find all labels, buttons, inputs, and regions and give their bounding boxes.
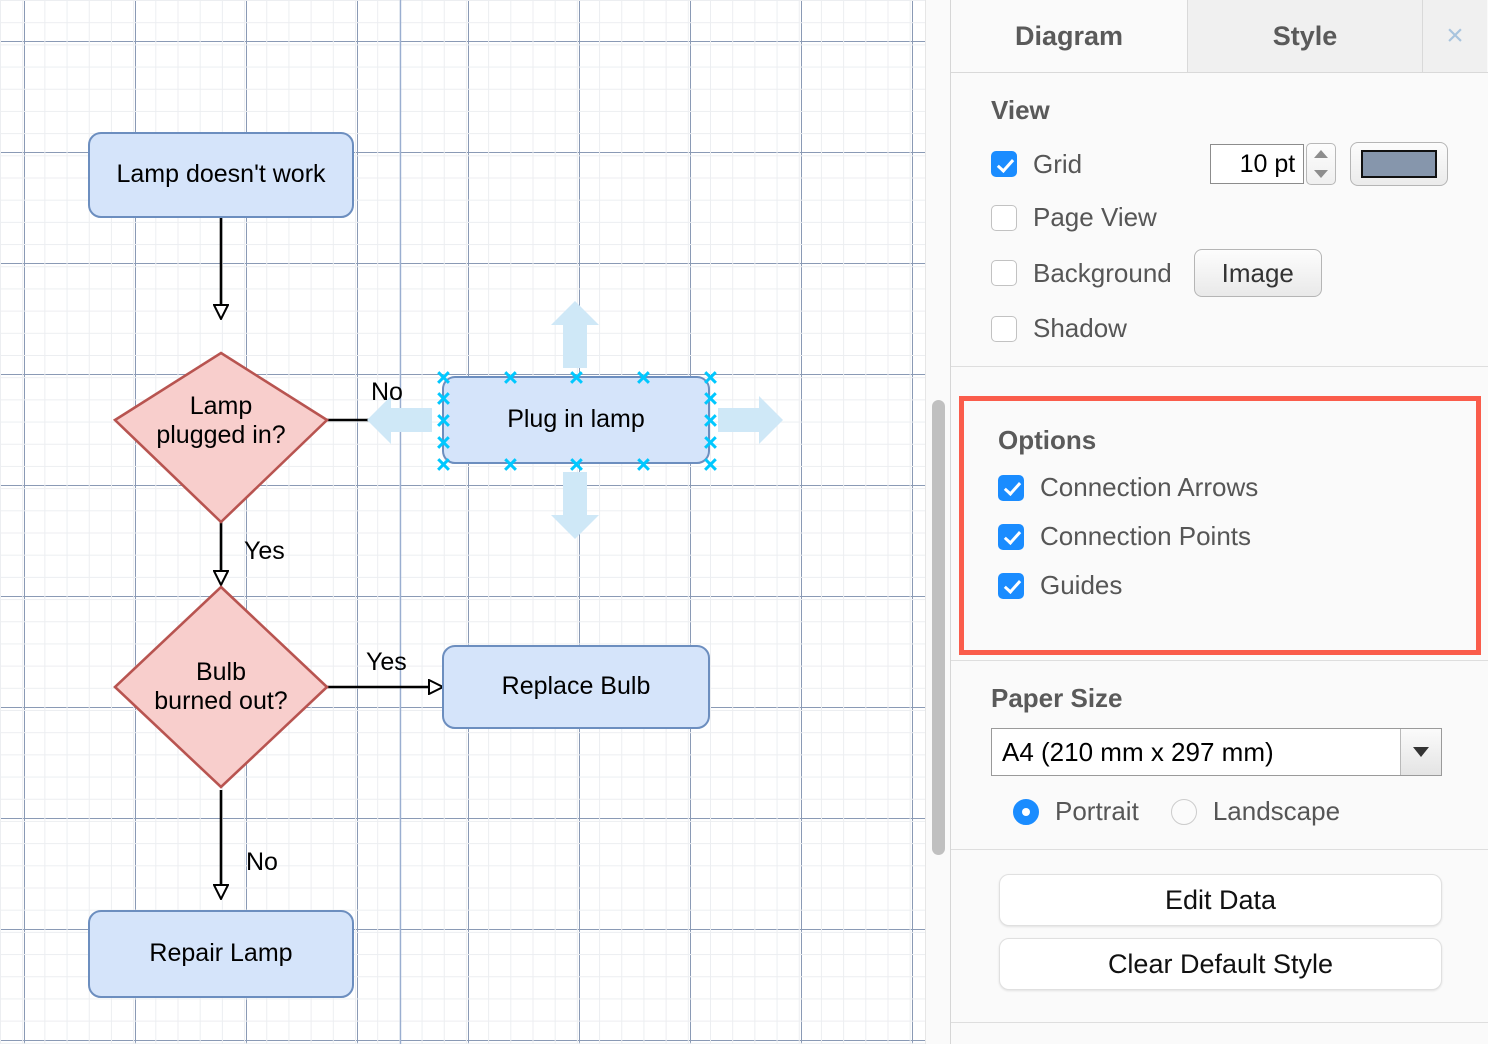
divider-bottom (951, 1022, 1488, 1023)
edge-label-no-repair: No (246, 848, 278, 876)
grid-checkbox[interactable] (991, 151, 1017, 177)
paper-size-select[interactable]: A4 (210 mm x 297 mm) (991, 728, 1442, 776)
paper-size-title: Paper Size (991, 683, 1123, 713)
connection-arrow-down (551, 472, 599, 539)
chevron-down-icon[interactable] (1400, 729, 1441, 775)
divider-paper-actions (951, 849, 1488, 850)
portrait-radio[interactable] (1013, 798, 1039, 825)
landscape-label: Landscape (1212, 796, 1341, 826)
panel-tabbar: Diagram Style × (951, 0, 1488, 73)
guides-checkbox[interactable] (998, 572, 1024, 599)
background-row: Background Image (991, 249, 1448, 297)
tab-style[interactable]: Style (1187, 0, 1423, 72)
actions-section: Edit Data Clear Default Style (951, 850, 1488, 1014)
edge-label-no-plug: No (371, 378, 403, 406)
format-panel: Diagram Style × View Grid 10 pt (950, 0, 1488, 1044)
diagram-canvas[interactable]: Lamp doesn't work Lamp plugged in? Plug … (0, 0, 950, 1044)
grid-row: Grid 10 pt (991, 142, 1448, 186)
connection-arrows-checkbox[interactable] (998, 474, 1024, 501)
connection-arrow-up (551, 301, 599, 368)
node-repair-lamp[interactable]: Repair Lamp (88, 910, 354, 998)
connection-points-label: Connection Points (1040, 521, 1252, 551)
connection-points-row: Connection Points (998, 521, 1436, 552)
connection-arrow-right (718, 396, 783, 444)
options-section-title: Options (998, 425, 1097, 455)
view-section: View Grid 10 pt Page View (951, 73, 1488, 366)
grid-size-input[interactable]: 10 pt (1209, 144, 1305, 184)
canvas-scrollbar-thumb[interactable] (932, 400, 945, 855)
connection-arrow-left (367, 396, 432, 444)
shadow-row: Shadow (991, 313, 1448, 344)
portrait-label: Portrait (1055, 796, 1139, 826)
grid-color-button[interactable] (1349, 142, 1448, 186)
orientation-row: Portrait Landscape (1013, 796, 1442, 827)
decision-shape-bulb-burned-out (113, 585, 329, 789)
node-replace-bulb[interactable]: Replace Bulb (442, 645, 710, 729)
node-bulb-burned-out[interactable]: Bulb burned out? (154, 657, 288, 716)
node-plug-in-lamp[interactable]: Plug in lamp (442, 376, 710, 464)
paper-size-section: Paper Size A4 (210 mm x 297 mm) Portrait… (951, 661, 1488, 849)
edge-label-yes-bulb-check: Yes (244, 537, 285, 565)
page-view-row: Page View (991, 202, 1448, 233)
grid-color-swatch (1360, 150, 1437, 178)
guides-label: Guides (1040, 570, 1123, 600)
guides-row: Guides (998, 570, 1436, 601)
page-view-label: Page View (1033, 202, 1157, 232)
landscape-radio[interactable] (1170, 798, 1197, 825)
divider-view-options (951, 366, 1488, 367)
connection-arrows-row: Connection Arrows (998, 472, 1436, 503)
paper-size-value: A4 (210 mm x 297 mm) (1002, 736, 1274, 767)
node-lamp-plugged-in[interactable]: Lamp plugged in? (156, 391, 286, 450)
diagram-edges-layer (112, 0, 783, 1044)
clear-default-style-button[interactable]: Clear Default Style (999, 938, 1442, 990)
background-label: Background (1033, 257, 1172, 288)
connection-arrows-label: Connection Arrows (1040, 472, 1259, 502)
options-section-highlight: Options Connection Arrows Connection Poi… (959, 396, 1481, 655)
divider-options-paper (951, 660, 1488, 661)
view-section-title: View (991, 95, 1050, 125)
close-icon[interactable]: × (1423, 0, 1487, 72)
connection-points-checkbox[interactable] (998, 523, 1024, 550)
edge-label-yes-replace: Yes (366, 648, 407, 676)
stepper-up-icon[interactable] (1314, 150, 1328, 158)
stepper-down-icon[interactable] (1314, 170, 1328, 178)
shadow-label: Shadow (1033, 313, 1127, 343)
tab-diagram[interactable]: Diagram (951, 0, 1187, 72)
grid-label: Grid (1033, 148, 1083, 179)
grid-size-stepper[interactable] (1306, 143, 1336, 185)
page-view-checkbox[interactable] (991, 204, 1017, 231)
background-image-button[interactable]: Image (1193, 249, 1322, 297)
edit-data-button[interactable]: Edit Data (999, 874, 1442, 926)
shadow-checkbox[interactable] (991, 315, 1017, 342)
decision-shape-lamp-plugged-in (112, 351, 330, 524)
canvas-scrollbar-track[interactable] (925, 0, 950, 1044)
node-lamp-doesnt-work[interactable]: Lamp doesn't work (88, 132, 354, 218)
background-checkbox[interactable] (991, 260, 1017, 286)
